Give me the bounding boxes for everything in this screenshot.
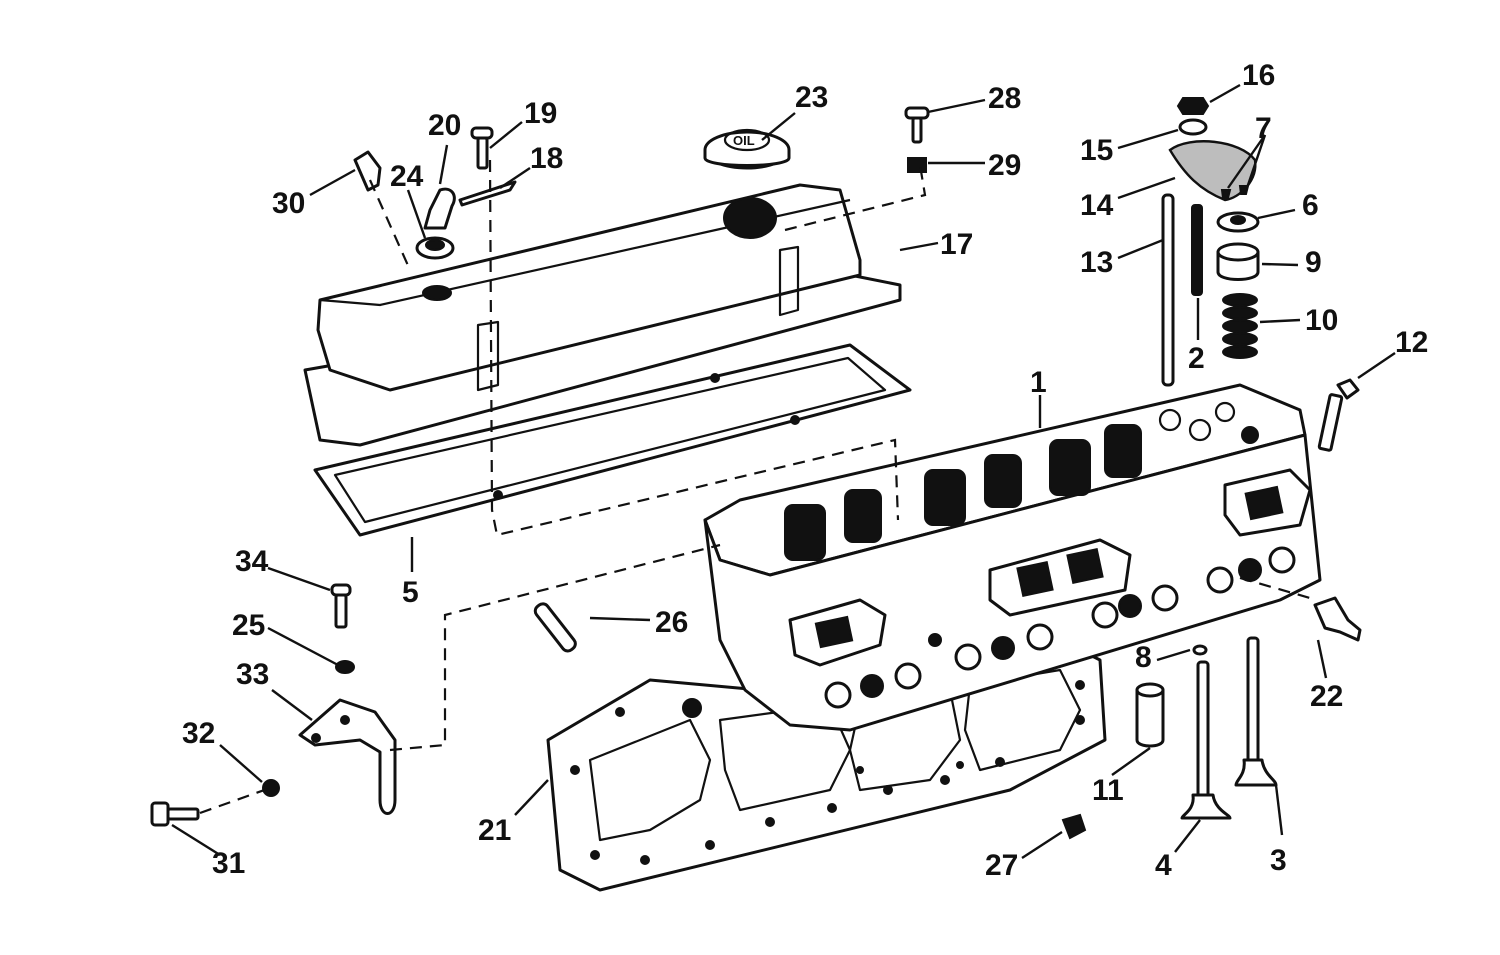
wire-clip xyxy=(458,180,517,207)
callout-17: 17 xyxy=(940,228,973,261)
pcv-grommet xyxy=(415,236,455,260)
callout-10: 10 xyxy=(1305,304,1338,337)
callout-18: 18 xyxy=(530,142,563,175)
clip-bolt xyxy=(470,126,494,170)
callout-23: 23 xyxy=(795,81,828,114)
valve-spring xyxy=(1222,293,1258,359)
push-rod xyxy=(1161,193,1175,387)
callout-5: 5 xyxy=(402,576,419,609)
accessory-bracket xyxy=(298,698,397,815)
pcv-elbow xyxy=(423,187,456,230)
callout-30: 30 xyxy=(272,187,305,220)
valve-locks xyxy=(1220,185,1250,199)
rocker-nut xyxy=(1176,97,1210,115)
bracket-stud-bolt xyxy=(150,801,200,827)
valve-shield xyxy=(1216,242,1260,281)
bracket-bolt xyxy=(330,583,352,629)
rocker-cover-gasket xyxy=(313,343,912,537)
callout-22: 22 xyxy=(1310,680,1343,713)
rocker-arm xyxy=(1168,140,1257,202)
callout-labels: 1 2 3 4 5 6 7 8 9 10 11 12 13 14 15 16 1… xyxy=(182,59,1428,882)
cover-grommet xyxy=(907,157,927,173)
cap-label: OIL xyxy=(733,133,755,148)
hydraulic-lifter xyxy=(1135,682,1165,748)
callout-4: 4 xyxy=(1155,849,1172,882)
callout-2: 2 xyxy=(1188,342,1205,375)
callout-13: 13 xyxy=(1080,246,1113,279)
bracket-nut xyxy=(262,779,280,797)
temperature-sender xyxy=(1313,596,1362,642)
rocker-cover xyxy=(303,183,902,447)
callout-15: 15 xyxy=(1080,134,1113,167)
callout-9: 9 xyxy=(1305,246,1322,279)
callout-28: 28 xyxy=(988,82,1021,115)
callout-16: 16 xyxy=(1242,59,1275,92)
callout-25: 25 xyxy=(232,609,265,642)
spring-cap xyxy=(1216,211,1260,233)
head-bolt-bosses xyxy=(824,546,1296,709)
callout-3: 3 xyxy=(1270,844,1287,877)
exhaust-valve xyxy=(1180,660,1232,820)
callout-20: 20 xyxy=(428,109,461,142)
callout-11: 11 xyxy=(1092,774,1124,807)
cover-bolt xyxy=(904,106,930,144)
callout-31: 31 xyxy=(212,847,245,880)
intake-valve xyxy=(1234,636,1278,787)
callout-26: 26 xyxy=(655,606,688,639)
head-gasket xyxy=(546,638,1107,892)
callout-6: 6 xyxy=(1302,189,1319,222)
callout-7: 7 xyxy=(1255,112,1272,145)
leader-lines xyxy=(171,83,1396,860)
callout-29: 29 xyxy=(988,149,1021,182)
oil-filler-cap: OIL xyxy=(703,128,791,170)
alignment-lines xyxy=(199,159,1311,815)
head-bolt xyxy=(1317,378,1360,452)
callout-24: 24 xyxy=(390,160,424,193)
callout-33: 33 xyxy=(236,658,269,691)
callout-34: 34 xyxy=(235,545,269,578)
spark-plug-shield xyxy=(533,602,577,653)
rocker-stud xyxy=(1191,204,1203,296)
exhaust-ports xyxy=(788,468,1312,667)
callout-14: 14 xyxy=(1080,189,1114,222)
rocker-ball xyxy=(1178,118,1208,136)
callout-32: 32 xyxy=(182,717,215,750)
callout-21: 21 xyxy=(478,814,511,847)
head-plug xyxy=(1061,813,1087,840)
callout-27: 27 xyxy=(985,849,1018,882)
cylinder-head xyxy=(703,383,1322,732)
bracket-washer xyxy=(335,660,355,674)
callout-8: 8 xyxy=(1135,641,1152,674)
callout-19: 19 xyxy=(524,97,557,130)
harness-clip xyxy=(353,150,382,192)
head-valve-springs xyxy=(784,401,1259,561)
valve-seal xyxy=(1192,644,1208,656)
callout-12: 12 xyxy=(1395,326,1428,359)
callout-1: 1 xyxy=(1030,366,1047,399)
